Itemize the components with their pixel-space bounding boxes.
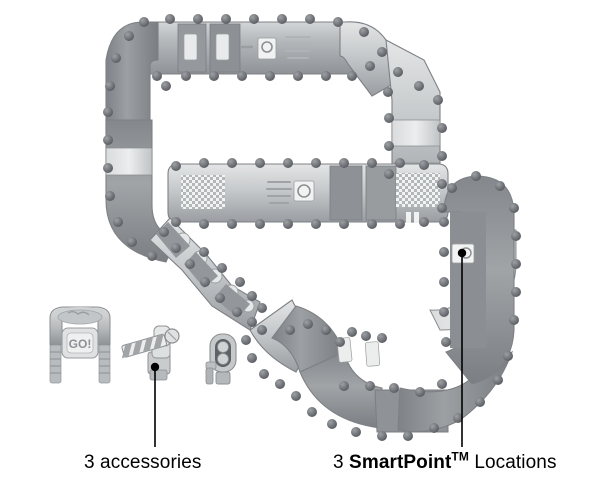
tunnel-opening [414,212,419,223]
accessories-suffix: accessories [100,452,202,473]
chip-glyph [261,41,273,53]
go-sign-text: GO! [69,337,92,351]
chip-glyph [297,184,311,198]
smartpoint-chip-panel [293,180,315,202]
track-piece-connector [105,147,153,176]
track-lane-shade [450,212,486,348]
accessory-traffic-light [205,333,237,385]
track-studs [103,14,521,441]
tunnel-opening [406,212,411,223]
accessory-crossing-gate [121,325,180,381]
track-piece-connector [391,119,441,147]
track-top-details [177,23,311,73]
track-texture-lines [266,181,292,204]
track-slot-panel [364,341,381,367]
smartpoint-count: 3 [333,452,350,473]
accessory-go-archway: GO! [49,306,111,384]
track-slot-panel [183,33,198,61]
trademark-symbol: TM [451,449,469,464]
track-piece-connector [329,165,363,221]
track-middle-bar [167,163,449,223]
checkered-panel [181,175,225,209]
track-slot-panel [215,33,230,61]
smartpoint-brand: SmartPoint [349,452,452,473]
track-texture-lines [285,36,311,59]
callout-label-smartpoint: 3 SmartPointTM Locations [333,449,557,474]
callout-dot-smartpoint [457,248,467,258]
track-piece-connector [365,165,397,221]
track-right-column [443,175,515,385]
track-shade-blocks [156,222,250,318]
track-loop [103,14,521,441]
smartpoint-chip-panel [257,37,277,60]
callout-leaders [150,248,467,447]
track-piece-curve [105,21,159,131]
checkered-panel [396,173,440,207]
callout-label-accessories: 3 accessories [84,452,201,474]
smartpoint-suffix: Locations [468,452,557,473]
accessories-count: 3 [84,452,101,473]
callout-dot-accessories [150,362,160,372]
